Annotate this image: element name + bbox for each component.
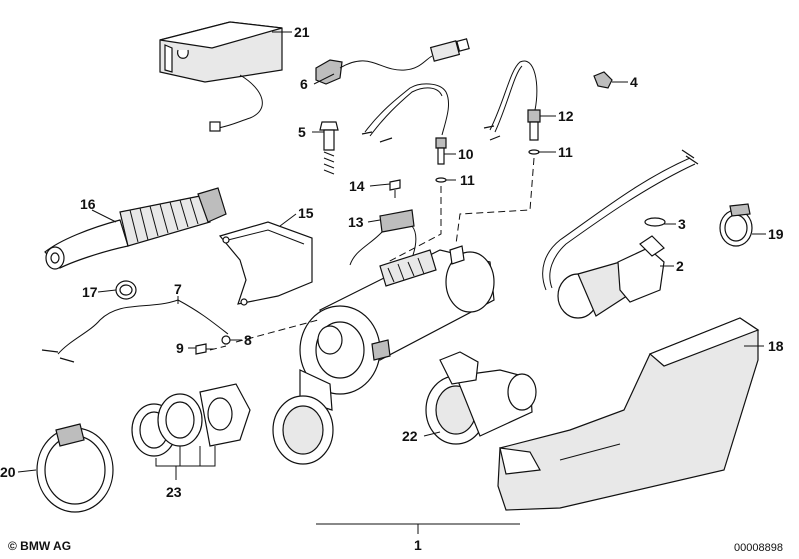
- callout-3: 3: [678, 216, 686, 232]
- part-11-washer-b: [528, 149, 540, 155]
- callout-20: 20: [0, 464, 16, 480]
- callout-2: 2: [676, 258, 684, 274]
- callout-15: 15: [298, 205, 314, 221]
- part-11-washer-a: [435, 177, 447, 183]
- callout-17: 17: [82, 284, 98, 300]
- part-23-seal-set: [131, 383, 251, 467]
- part-7-cable: [41, 299, 229, 363]
- callout-9: 9: [176, 340, 184, 356]
- callout-4: 4: [630, 74, 638, 90]
- part-1-bracket-line: [316, 523, 520, 534]
- assembly-lines: [209, 157, 535, 351]
- callout-21: 21: [294, 24, 310, 40]
- callout-23: 23: [166, 484, 182, 500]
- callout-22: 22: [402, 428, 418, 444]
- part-17-clamp: [115, 280, 137, 300]
- callout-10: 10: [458, 146, 474, 162]
- callout-8: 8: [244, 332, 252, 348]
- part-14-screw: [389, 179, 401, 198]
- part-16-intake-hose: [44, 187, 227, 270]
- part-4-clip: [593, 71, 613, 89]
- callout-18: 18: [768, 338, 784, 354]
- leader-lines: [17, 31, 766, 480]
- callout-11-lower: 11: [460, 172, 475, 188]
- callout-13: 13: [348, 214, 364, 230]
- part-18-silencer: [497, 317, 760, 511]
- callout-6: 6: [300, 76, 308, 92]
- callout-7: 7: [174, 281, 182, 297]
- part-21-cover: [159, 21, 283, 132]
- document-number: 00008898: [734, 542, 783, 554]
- callout-19: 19: [768, 226, 784, 242]
- callout-11-upper: 11: [558, 144, 573, 160]
- part-1-heater-body: [272, 245, 495, 465]
- part-9-screw: [195, 343, 214, 355]
- callout-16: 16: [80, 196, 96, 212]
- part-22-blower: [425, 351, 537, 445]
- part-19-hose-clamp: [719, 203, 753, 247]
- sensor-leads: [361, 60, 538, 143]
- callouts: 21 6 4 5 12 10 11 11 14 16 15 13 3 19 2 …: [0, 24, 784, 553]
- callout-1: 1: [414, 537, 422, 553]
- part-8-washer: [221, 335, 231, 345]
- part-20-hose-clamp: [36, 423, 114, 513]
- part-12-sensor: [527, 109, 541, 141]
- part-10-sensor: [435, 137, 447, 165]
- part-15-bracket: [218, 221, 313, 306]
- callout-14: 14: [349, 178, 365, 194]
- part-5-glow-plug: [319, 121, 339, 175]
- callout-5: 5: [298, 124, 306, 140]
- part-13-module: [349, 209, 417, 267]
- part-6-sensor-plug: [315, 38, 470, 85]
- copyright-logo: © BMW AG: [8, 539, 72, 553]
- part-3-o-ring: [644, 217, 666, 227]
- part-2-water-pump: [542, 149, 699, 319]
- callout-12: 12: [558, 108, 574, 124]
